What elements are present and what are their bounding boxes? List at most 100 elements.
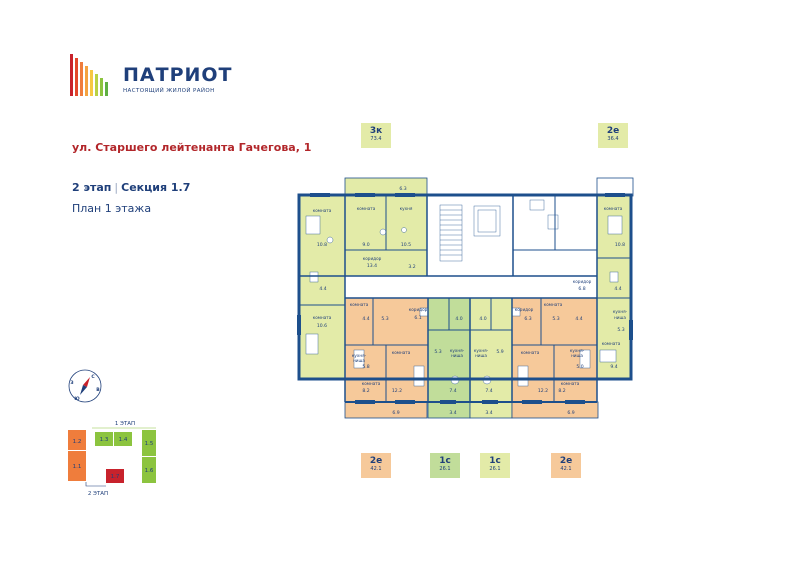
- address: ул. Старшего лейтенанта Гачегова, 1: [72, 141, 312, 154]
- room-area: 4.0: [455, 316, 462, 322]
- room-area: 10.8: [317, 242, 327, 248]
- room-label: комната: [350, 302, 369, 307]
- room-label: комната: [392, 350, 411, 355]
- room-label: кухня-: [474, 348, 489, 353]
- room-label: комната: [313, 208, 332, 213]
- key-section-1-5: [142, 430, 156, 456]
- room-label: комната: [362, 381, 381, 386]
- compass-north: С: [91, 374, 95, 380]
- compass-icon: С З В Ю: [68, 369, 102, 403]
- room-label: кухня-: [613, 309, 628, 314]
- room-area: 4.4: [362, 316, 369, 322]
- apartment-type: 2е: [559, 456, 573, 466]
- room-label: комната: [357, 206, 376, 211]
- room-area: 9.0: [362, 242, 369, 248]
- staircase: [439, 204, 501, 262]
- room-area: 3.4: [449, 410, 456, 416]
- brand-name: ПАТРИОТ: [123, 64, 233, 86]
- room-area: 6.3: [399, 186, 406, 192]
- key-section-label: 1.3: [100, 437, 109, 443]
- room-area: 4.0: [479, 316, 486, 322]
- apartment-badge-1c-green: 1с 26.1: [430, 453, 460, 478]
- room-area: 4.4: [319, 286, 326, 292]
- furniture: [305, 199, 623, 387]
- room-area: 10.6: [317, 323, 327, 329]
- key-section-1-2: [68, 430, 86, 450]
- brand-logo: [70, 54, 108, 96]
- brand-tagline: НАСТОЯЩИЙ ЖИЛОЙ РАЙОН: [123, 88, 215, 94]
- room-label: кухня: [400, 206, 413, 211]
- room-area: 6.8: [578, 286, 585, 292]
- section-label: Секция 1.7: [121, 181, 191, 194]
- room-area: 6.1: [414, 315, 421, 321]
- room-label: ниша: [451, 353, 463, 358]
- common-corridor: [345, 276, 597, 298]
- room-label: коридор: [363, 256, 382, 261]
- key-section-label: 1.2: [73, 439, 82, 445]
- key-section-1-3: [95, 432, 113, 446]
- room-label: ниша: [571, 353, 583, 358]
- key-plan-stage2-label: 2 ЭТАП: [88, 491, 108, 497]
- room-area: 12.2: [538, 388, 548, 394]
- key-plan-stage1-label: 1 ЭТАП: [115, 421, 135, 427]
- stage-line: 2 этап|Секция 1.7: [72, 181, 190, 194]
- room-area: 7.4: [485, 388, 492, 394]
- room-area: 5.9: [496, 349, 503, 355]
- key-plan: 1 ЭТАП 1.2 1.1 1.3 1.4 1.5 1.6 1.7 2 ЭТА…: [68, 421, 156, 497]
- room-area: 5.3: [381, 316, 388, 322]
- compass-west: З: [70, 380, 73, 386]
- apartment-badge-1c-light: 1с 26.1: [480, 453, 510, 478]
- key-section-1-4: [114, 432, 132, 446]
- key-section-1-7: [106, 469, 124, 483]
- apartment-badge-2e-top: 2е 36.4: [598, 123, 628, 148]
- room-label: комната: [544, 302, 563, 307]
- room-label: комната: [604, 206, 623, 211]
- apartment-badge-3k: 3к 73.4: [361, 123, 391, 148]
- stage-label: 2 этап: [72, 181, 112, 194]
- windows: [297, 193, 633, 404]
- room-area: 4.4: [614, 286, 621, 292]
- apartment-type: 1с: [439, 456, 451, 466]
- separator: |: [114, 181, 119, 194]
- room-label: комната: [521, 350, 540, 355]
- room-area: 13.4: [367, 263, 377, 269]
- room-label: комната: [602, 341, 621, 346]
- room-area: 8.2: [558, 388, 565, 394]
- key-section-1-6: [142, 457, 156, 483]
- apartment-type: 3к: [369, 126, 383, 136]
- room-area: 8.2: [362, 388, 369, 394]
- compass-south: Ю: [74, 396, 80, 402]
- room-label: кухня-: [352, 353, 367, 358]
- room-area: 3.2: [408, 264, 415, 270]
- floor-plan: комната 10.8 комната 9.0 кухня 10.5 кори…: [297, 177, 634, 419]
- room-label: ниша: [353, 358, 365, 363]
- apartment-area: 36.4: [607, 136, 619, 142]
- apartment-area: 26.1: [489, 466, 501, 472]
- room-area: 6.3: [524, 316, 531, 322]
- room-label: кухня-: [450, 348, 465, 353]
- apartment-type: 2е: [606, 126, 620, 136]
- apartment-area: 73.4: [370, 136, 382, 142]
- room-area: 9.4: [610, 364, 617, 370]
- apartment-3k-left: [300, 276, 345, 378]
- room-area: 5.3: [552, 316, 559, 322]
- walls: [297, 193, 633, 403]
- room-area: 3.4: [485, 410, 492, 416]
- room-label: ниша: [475, 353, 487, 358]
- room-area: 5.8: [362, 364, 369, 370]
- key-section-label: 1.1: [73, 464, 82, 470]
- room-label: комната: [561, 381, 580, 386]
- key-section-label: 1.7: [111, 474, 120, 480]
- room-area: 10.5: [401, 242, 411, 248]
- room-area: 5.3: [434, 349, 441, 355]
- room-area: 10.8: [615, 242, 625, 248]
- key-section-label: 1.4: [119, 437, 128, 443]
- key-section-label: 1.6: [145, 468, 154, 474]
- apartment-area: 26.1: [439, 466, 451, 472]
- room-area: 12.2: [392, 388, 402, 394]
- apartment-type: 1с: [489, 456, 501, 466]
- balcony-2e-left: [344, 401, 428, 419]
- apartment-badge-2e-left: 2е 42.1: [361, 453, 391, 478]
- apartment-area: 42.1: [370, 466, 382, 472]
- apartment-badge-2e-right: 2е 42.1: [551, 453, 581, 478]
